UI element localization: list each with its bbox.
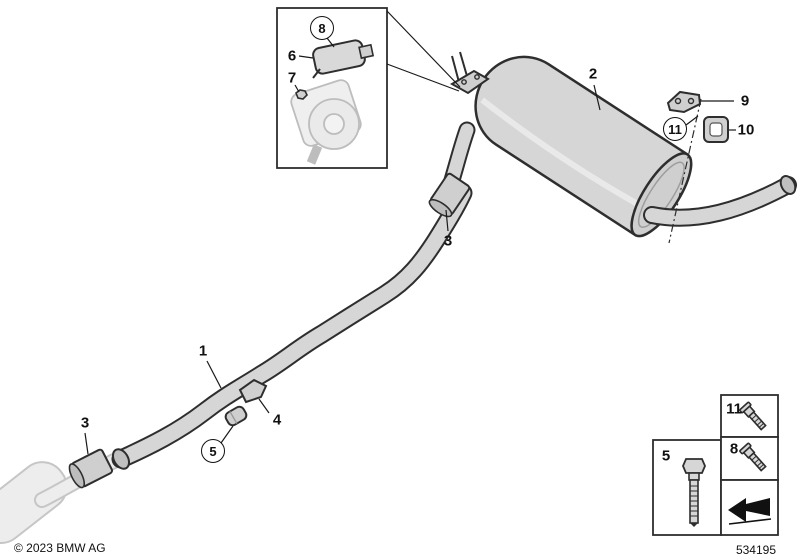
legend-label-8[interactable]: 8 [729,440,739,458]
leader-lines [84,37,736,455]
ghost-front-silencer [0,461,68,545]
callout-3-lower[interactable]: 3 [80,414,90,432]
callout-11[interactable]: 11 [663,117,687,141]
rubber-sleeve [224,405,248,427]
tailpipe [643,175,797,227]
actuator-nut-7 [295,89,308,100]
callout-7[interactable]: 7 [287,69,297,87]
callout-3-upper[interactable]: 3 [443,232,453,250]
inset-reference-lines [386,10,461,92]
legend-label-11[interactable]: 11 [726,400,742,418]
callout-4[interactable]: 4 [272,411,282,429]
clamp-upper [428,172,471,218]
flap-actuator [312,39,375,79]
callout-5[interactable]: 5 [201,439,225,463]
callout-8[interactable]: 8 [310,16,334,40]
pipe-open-end [111,448,131,470]
rear-exhaust-pipe [111,183,473,470]
callout-6[interactable]: 6 [287,47,297,65]
callout-1[interactable]: 1 [198,342,208,360]
direction-arrow-icon [728,498,772,525]
clamp-lower [68,448,114,489]
callout-9[interactable]: 9 [740,92,750,110]
exhaust-flap-ghost [290,79,362,165]
mount-bracket-9 [666,90,702,114]
bolt-item-5 [682,458,706,527]
rubber-mount-10 [703,116,729,143]
callout-2[interactable]: 2 [588,65,598,83]
copyright-text: © 2023 BMW AG [14,541,106,555]
tailpipe-open-end [779,175,797,195]
diagram-number: 534195 [735,543,776,557]
callout-10[interactable]: 10 [737,121,755,139]
hanger-bracket [238,378,268,404]
flap-mount-hardware [449,51,490,95]
legend-label-5[interactable]: 5 [661,447,671,465]
